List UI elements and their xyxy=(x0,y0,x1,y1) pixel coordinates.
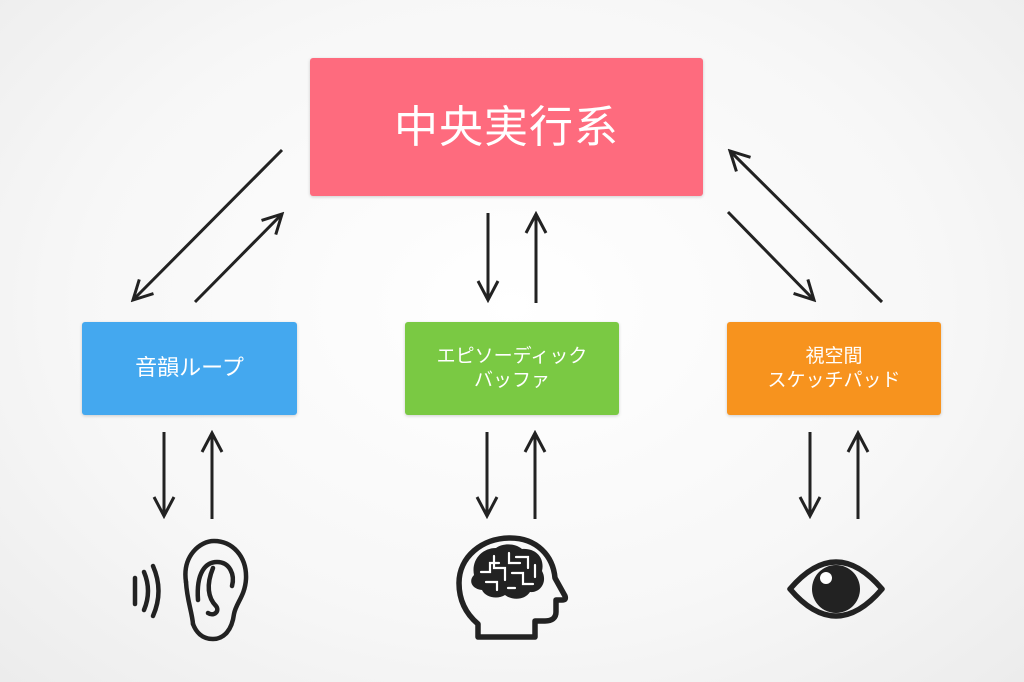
central-executive-box: 中央実行系 xyxy=(310,58,703,196)
visuospatial-sketchpad-box: 視空間 スケッチパッド xyxy=(727,322,941,415)
arrow-phonological-to-central xyxy=(193,214,282,304)
arrow-central-to-phonological xyxy=(133,148,284,300)
eye-icon xyxy=(787,559,885,619)
arrow-visuospatial-to-central xyxy=(730,151,884,304)
arrow-central-to-visuospatial xyxy=(726,210,814,300)
ear-icon xyxy=(132,538,249,642)
episodic-buffer-box: エピソーディック バッファ xyxy=(405,322,619,415)
brain-head-icon xyxy=(456,535,569,640)
phonological-loop-box: 音韻ループ xyxy=(82,322,297,415)
